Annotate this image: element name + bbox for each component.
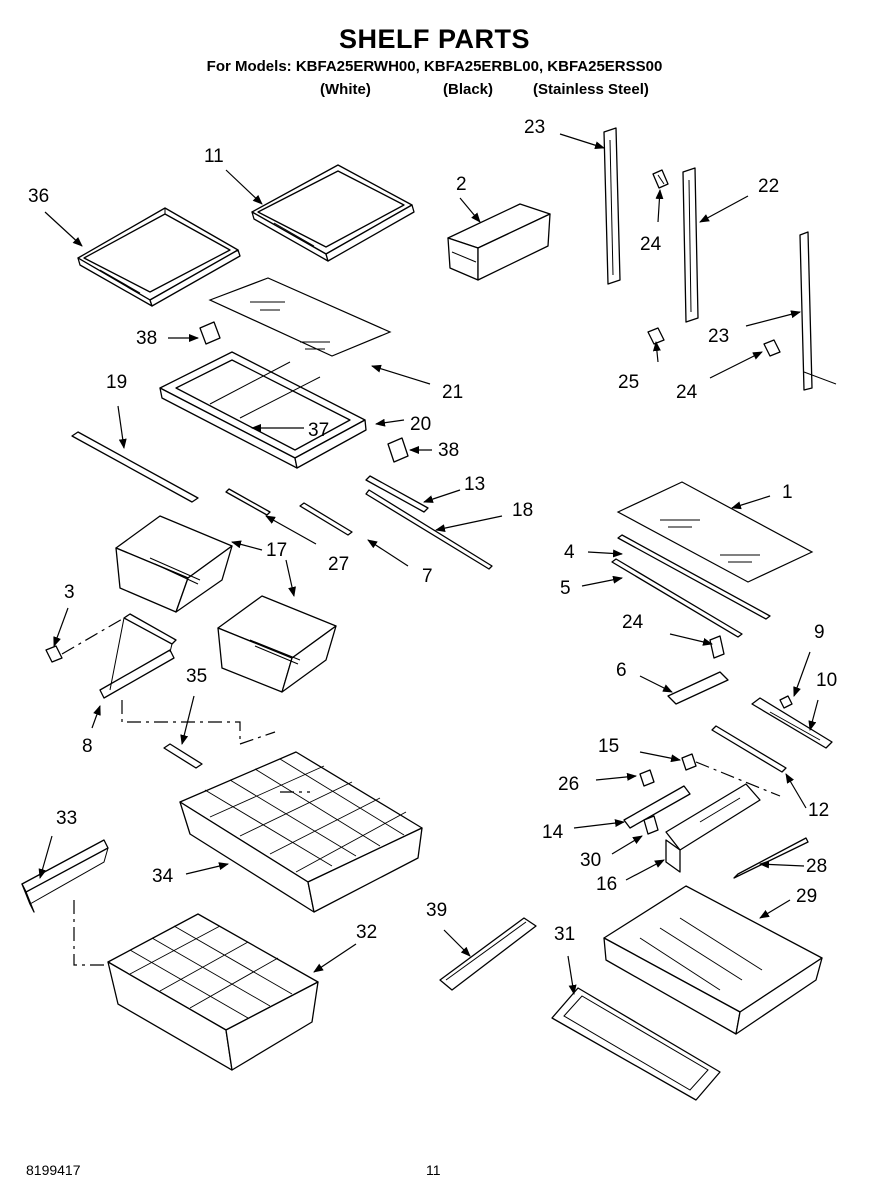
part-33-basket-handle	[21, 839, 109, 913]
callout-32: 32	[356, 922, 377, 943]
part-26-screw	[639, 769, 655, 787]
part-18-rod	[365, 489, 493, 570]
callout-11: 11	[204, 146, 224, 167]
callout-17: 17	[266, 540, 287, 561]
page-title: SHELF PARTS	[338, 24, 530, 54]
callout-24-lower: 24	[622, 612, 644, 633]
part-30-clip	[643, 815, 659, 835]
callout-24-top: 24	[640, 234, 662, 255]
callout-33: 33	[56, 808, 77, 829]
callout-28: 28	[806, 856, 827, 877]
part-25-screw	[647, 327, 665, 345]
callout-13: 13	[464, 474, 485, 495]
part-19-trim	[71, 431, 199, 503]
part-31-tray	[551, 987, 721, 1101]
callout-14: 14	[542, 822, 564, 843]
dash-15	[695, 761, 781, 797]
part-11-shelf-frame	[251, 164, 415, 262]
document-number: 8199417	[26, 1162, 81, 1178]
callout-18: 18	[512, 500, 533, 521]
part-39-tray	[439, 917, 537, 991]
callout-20: 20	[410, 414, 431, 435]
part-38-cap-right	[387, 437, 409, 463]
page-number: 11	[426, 1162, 441, 1178]
part-1-glass-shelf	[616, 481, 814, 583]
variant-black: (Black)	[443, 81, 494, 98]
part-32-wire-basket	[107, 913, 319, 1071]
callout-29: 29	[796, 886, 817, 907]
part-24-screw-right	[763, 339, 781, 357]
part-35-rod	[163, 743, 203, 769]
part-38-cap-left	[199, 321, 221, 345]
callout-5: 5	[560, 578, 571, 599]
callout-38-right: 38	[438, 440, 459, 461]
part-9-clip	[779, 695, 793, 709]
callout-23-top: 23	[524, 117, 545, 138]
callout-38-left: 38	[136, 328, 157, 349]
part-17-crisper-lower	[217, 595, 337, 693]
part-23-rail-right	[799, 231, 837, 391]
part-20-crisper-cover-frame	[159, 351, 367, 469]
callout-2: 2	[456, 174, 467, 195]
part-6-bracket	[667, 671, 729, 705]
part-22-slotted-rail	[682, 167, 699, 323]
callout-15: 15	[598, 736, 619, 757]
part-7-trim	[299, 502, 353, 536]
part-4-trim	[617, 534, 771, 620]
callout-9: 9	[814, 622, 825, 643]
callout-34: 34	[152, 866, 174, 887]
callout-12: 12	[808, 800, 829, 821]
part-17-crisper-upper	[115, 515, 233, 613]
callout-27: 27	[328, 554, 349, 575]
callout-39: 39	[426, 900, 447, 921]
part-10-rail	[751, 697, 833, 749]
callout-1: 1	[782, 482, 793, 503]
callout-21: 21	[442, 382, 463, 403]
part-27-trim	[225, 488, 271, 516]
part-13-trim	[365, 475, 429, 513]
callout-3: 3	[64, 582, 75, 603]
part-5-trim	[611, 558, 743, 638]
part-24-screw-top	[652, 169, 669, 189]
part-29-deli-drawer	[603, 885, 823, 1035]
callout-35: 35	[186, 666, 207, 687]
part-2-door-bin	[447, 203, 551, 281]
part-bracket-assembly	[99, 613, 177, 699]
callout-4: 4	[564, 542, 575, 563]
callout-23-right: 23	[708, 326, 729, 347]
part-28-rod	[733, 837, 809, 879]
part-36-shelf-frame	[77, 207, 241, 307]
callout-7: 7	[422, 566, 433, 587]
callout-19: 19	[106, 372, 127, 393]
dash-33	[73, 900, 108, 966]
part-23-rail-left	[603, 127, 621, 285]
part-3-screw	[45, 645, 63, 663]
part-14-16-rail-assembly	[623, 783, 761, 873]
dash-3	[61, 617, 125, 655]
callout-8: 8	[82, 736, 93, 757]
callout-25: 25	[618, 372, 639, 393]
callout-30: 30	[580, 850, 601, 871]
part-34-wire-basket	[179, 751, 423, 913]
callout-31: 31	[554, 924, 575, 945]
dash-35	[121, 700, 276, 745]
part-21-glass-shelf	[208, 277, 392, 357]
callout-22: 22	[758, 176, 779, 197]
part-12-slide-rail	[711, 725, 787, 773]
variant-white: (White)	[320, 81, 371, 98]
part-15-screw	[681, 753, 697, 771]
leader-lines	[38, 133, 819, 995]
callout-16: 16	[596, 874, 617, 895]
callout-24-right: 24	[676, 382, 698, 403]
variant-stainless: (Stainless Steel)	[533, 81, 649, 98]
callout-10: 10	[816, 670, 837, 691]
callout-37: 37	[308, 420, 329, 441]
callout-6: 6	[616, 660, 627, 681]
part-24-screw-lower	[709, 635, 725, 659]
models-line: For Models: KBFA25ERWH00, KBFA25ERBL00, …	[206, 58, 663, 75]
callout-26: 26	[558, 774, 579, 795]
callout-36: 36	[28, 186, 49, 207]
